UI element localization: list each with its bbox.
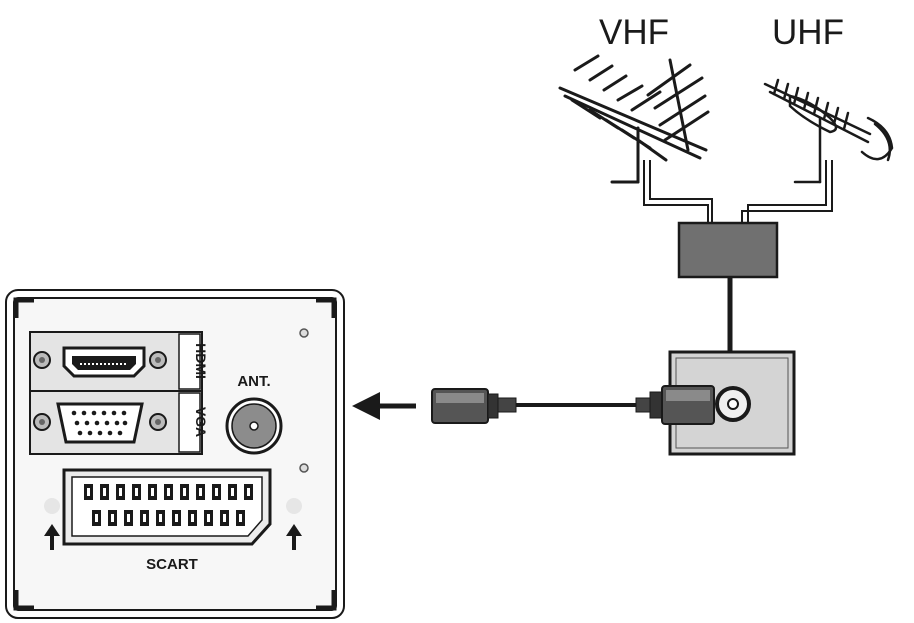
scart-pin-slot xyxy=(199,488,202,496)
antenna-input-port xyxy=(225,397,283,455)
screw-top-icon xyxy=(299,328,309,338)
coax-plug-right-icon xyxy=(635,385,715,425)
scart-pin-slot xyxy=(215,488,218,496)
right-up-arrow-icon xyxy=(286,498,302,550)
scart-pin-slot xyxy=(231,488,234,496)
coax-cable xyxy=(431,385,715,425)
scart-pin-slot xyxy=(103,488,106,496)
scart-pin-slot xyxy=(87,488,90,496)
scart-pin-slot xyxy=(183,488,186,496)
signal-combiner xyxy=(677,221,779,279)
scart-pin-slot xyxy=(119,488,122,496)
left-arrow-icon xyxy=(352,392,416,420)
uhf-label: UHF xyxy=(772,13,844,52)
left-up-arrow-icon xyxy=(44,498,60,550)
scart-pin-slot xyxy=(175,514,178,522)
scart-pin-slot xyxy=(167,488,170,496)
scart-pin-slot xyxy=(111,514,114,522)
hdmi-port xyxy=(33,346,167,378)
tv-connection-panel: HDMI VGA xyxy=(5,289,345,619)
scart-pin-slot xyxy=(151,488,154,496)
antenna-feed-wires xyxy=(643,160,833,224)
vga-label: VGA xyxy=(193,407,209,437)
scart-pin-slot xyxy=(207,514,210,522)
scart-pin-slot xyxy=(239,514,242,522)
ant-label: ANT. xyxy=(237,373,270,390)
scart-label: SCART xyxy=(146,556,198,573)
scart-pin-slot xyxy=(135,488,138,496)
scart-port xyxy=(62,468,272,546)
scart-pin-slot xyxy=(143,514,146,522)
vga-port xyxy=(33,402,167,444)
scart-pin-slot xyxy=(223,514,226,522)
scart-pin-slot xyxy=(95,514,98,522)
vhf-label: VHF xyxy=(599,13,669,52)
scart-pin-slot xyxy=(159,514,162,522)
scart-pin-slot xyxy=(127,514,130,522)
screw-mid-icon xyxy=(299,463,309,473)
scart-pin-slot xyxy=(247,488,250,496)
uhf-antenna-icon xyxy=(763,78,894,184)
vhf-antenna-icon xyxy=(558,54,710,184)
scart-pins xyxy=(84,484,253,526)
scart-pin-slot xyxy=(191,514,194,522)
hdmi-label: HDMI xyxy=(193,343,209,379)
coax-plug-left-icon xyxy=(431,388,517,424)
